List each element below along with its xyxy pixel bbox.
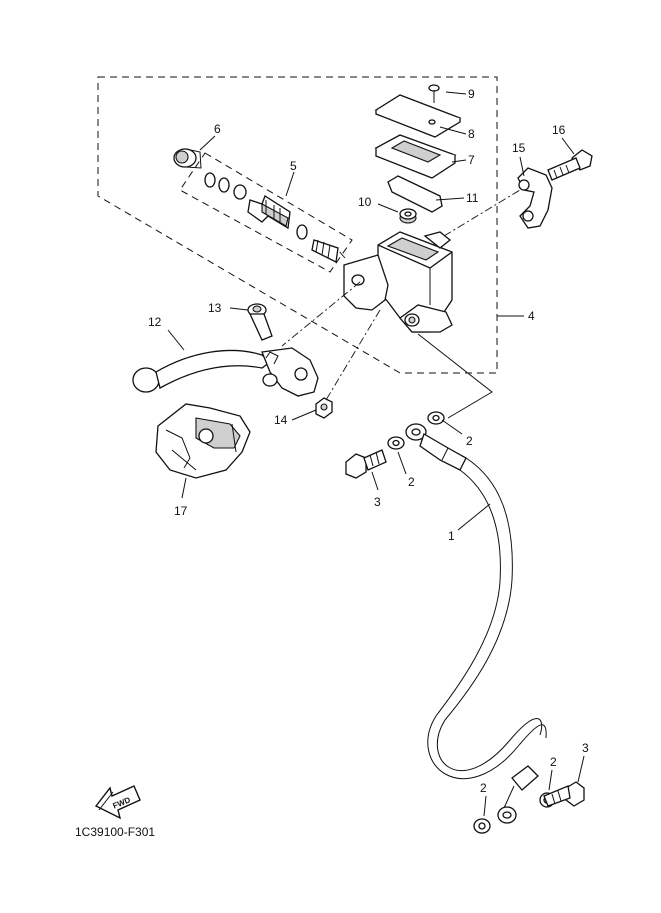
master-cylinder-part[interactable] [343, 231, 453, 333]
part-label-14: 14 [274, 413, 288, 427]
part-label-11: 11 [466, 191, 479, 205]
part-label-13: 13 [208, 301, 222, 315]
diagram-code: 1C39100-F301 [75, 825, 155, 839]
part-label-10: 10 [358, 195, 372, 209]
union-bolt-part[interactable] [345, 449, 387, 479]
part-label-3: 3 [374, 495, 381, 509]
fwd-arrow-icon: FWD [94, 785, 141, 820]
part-label-15: 15 [512, 141, 526, 155]
washer-part[interactable] [387, 436, 405, 450]
part-label-3: 3 [582, 741, 589, 755]
boot-part[interactable] [173, 148, 202, 169]
part-label-2: 2 [480, 781, 487, 795]
diaphragm-plate-part[interactable] [387, 175, 443, 213]
part-label-1: 1 [448, 529, 455, 543]
part-label-2: 2 [550, 755, 557, 769]
leader-lines [167, 91, 585, 817]
lever-holder-part[interactable] [155, 403, 251, 479]
part-label-4: 4 [528, 309, 535, 323]
piston-kit-part[interactable] [204, 172, 339, 263]
part-label-2: 2 [466, 434, 473, 448]
part-label-17: 17 [174, 504, 188, 518]
washer-part[interactable] [473, 818, 491, 834]
pivot-bolt-part[interactable] [247, 303, 273, 341]
part-label-8: 8 [468, 127, 475, 141]
washer-part[interactable] [427, 411, 445, 425]
assembly-guides [281, 189, 521, 419]
clutch-hose-part[interactable] [405, 423, 547, 824]
reservoir-cap-part[interactable] [374, 94, 462, 138]
part-label-2: 2 [408, 475, 415, 489]
piston-kit-boundary [179, 152, 353, 273]
part-label-5: 5 [290, 159, 297, 173]
clamp-part[interactable] [517, 167, 553, 229]
clamp-bolt-part[interactable] [547, 149, 593, 181]
union-bolt-part[interactable] [543, 781, 585, 807]
screw-part[interactable] [428, 84, 440, 103]
part-label-7: 7 [468, 153, 475, 167]
part-label-12: 12 [148, 315, 162, 329]
diaphragm-part[interactable] [374, 134, 457, 179]
part-label-16: 16 [552, 123, 566, 137]
clutch-lever-part[interactable] [132, 347, 319, 397]
part-label-6: 6 [214, 122, 221, 136]
bushing-part[interactable] [399, 208, 417, 224]
pivot-nut-part[interactable] [315, 397, 333, 419]
part-label-9: 9 [468, 87, 475, 101]
